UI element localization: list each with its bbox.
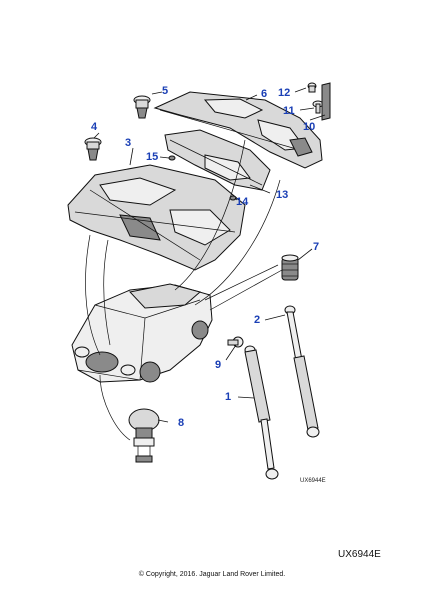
callout-2: 2 <box>254 314 260 326</box>
seal-strip-10 <box>321 82 331 121</box>
clip-4 <box>84 137 102 161</box>
callout-9: 9 <box>215 359 221 371</box>
car-illustration <box>71 283 213 383</box>
buffer-8 <box>128 408 160 463</box>
leader-lines <box>85 87 326 441</box>
callout-3: 3 <box>125 137 131 149</box>
clip-5 <box>133 95 151 119</box>
gas-strut-2 <box>284 305 320 438</box>
callout-4: 4 <box>91 121 98 133</box>
clip-15 <box>168 155 176 161</box>
hood-insulation-panel <box>153 91 323 169</box>
callout-8: 8 <box>178 417 184 429</box>
callout-11: 11 <box>283 105 295 117</box>
heat-shield-pad <box>164 129 271 191</box>
callout-13: 13 <box>276 189 288 201</box>
callout-6: 6 <box>261 88 267 100</box>
fastener-12 <box>307 82 317 93</box>
copyright-notice: © Copyright, 2016. Jaguar Land Rover Lim… <box>139 570 285 578</box>
illustration-code: UX6944E <box>338 549 381 560</box>
callout-14: 14 <box>236 196 249 208</box>
callout-5: 5 <box>162 85 168 97</box>
callout-10: 10 <box>303 121 315 133</box>
callout-7: 7 <box>313 241 319 253</box>
illustration-code-small: UX6944E <box>300 478 326 484</box>
bump-stop-7 <box>281 254 299 281</box>
callout-1: 1 <box>225 391 231 403</box>
ball-stud-9 <box>227 336 244 348</box>
callout-15: 15 <box>146 151 158 163</box>
callout-labels: 1 2 3 4 5 6 7 8 9 10 11 12 13 14 15 <box>91 85 319 429</box>
callout-12: 12 <box>278 87 290 99</box>
gas-strut-1 <box>244 345 279 480</box>
bonnet-liner <box>67 164 246 271</box>
